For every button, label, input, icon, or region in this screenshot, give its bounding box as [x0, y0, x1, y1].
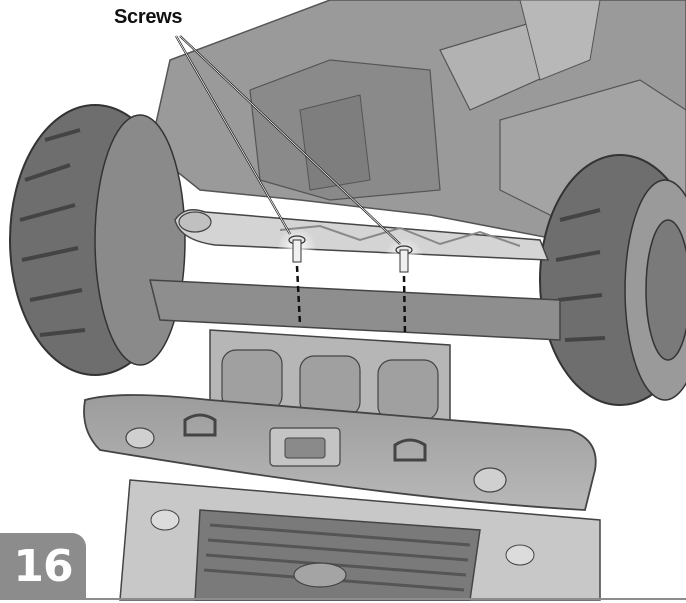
front-bumper	[83, 394, 597, 511]
screw-right	[384, 238, 424, 278]
left-tire	[9, 104, 186, 376]
lower-grille	[119, 479, 601, 601]
step-number-badge: 16	[0, 533, 86, 600]
vehicle-chassis	[149, 0, 686, 241]
step-number: 16	[13, 541, 73, 592]
mounting-bracket	[174, 209, 550, 261]
callout-leader-lines	[175, 35, 401, 245]
screw-left	[277, 228, 317, 268]
step-divider-line	[86, 598, 686, 600]
right-tire	[539, 154, 686, 406]
screws-callout-label: Screws	[114, 6, 183, 28]
